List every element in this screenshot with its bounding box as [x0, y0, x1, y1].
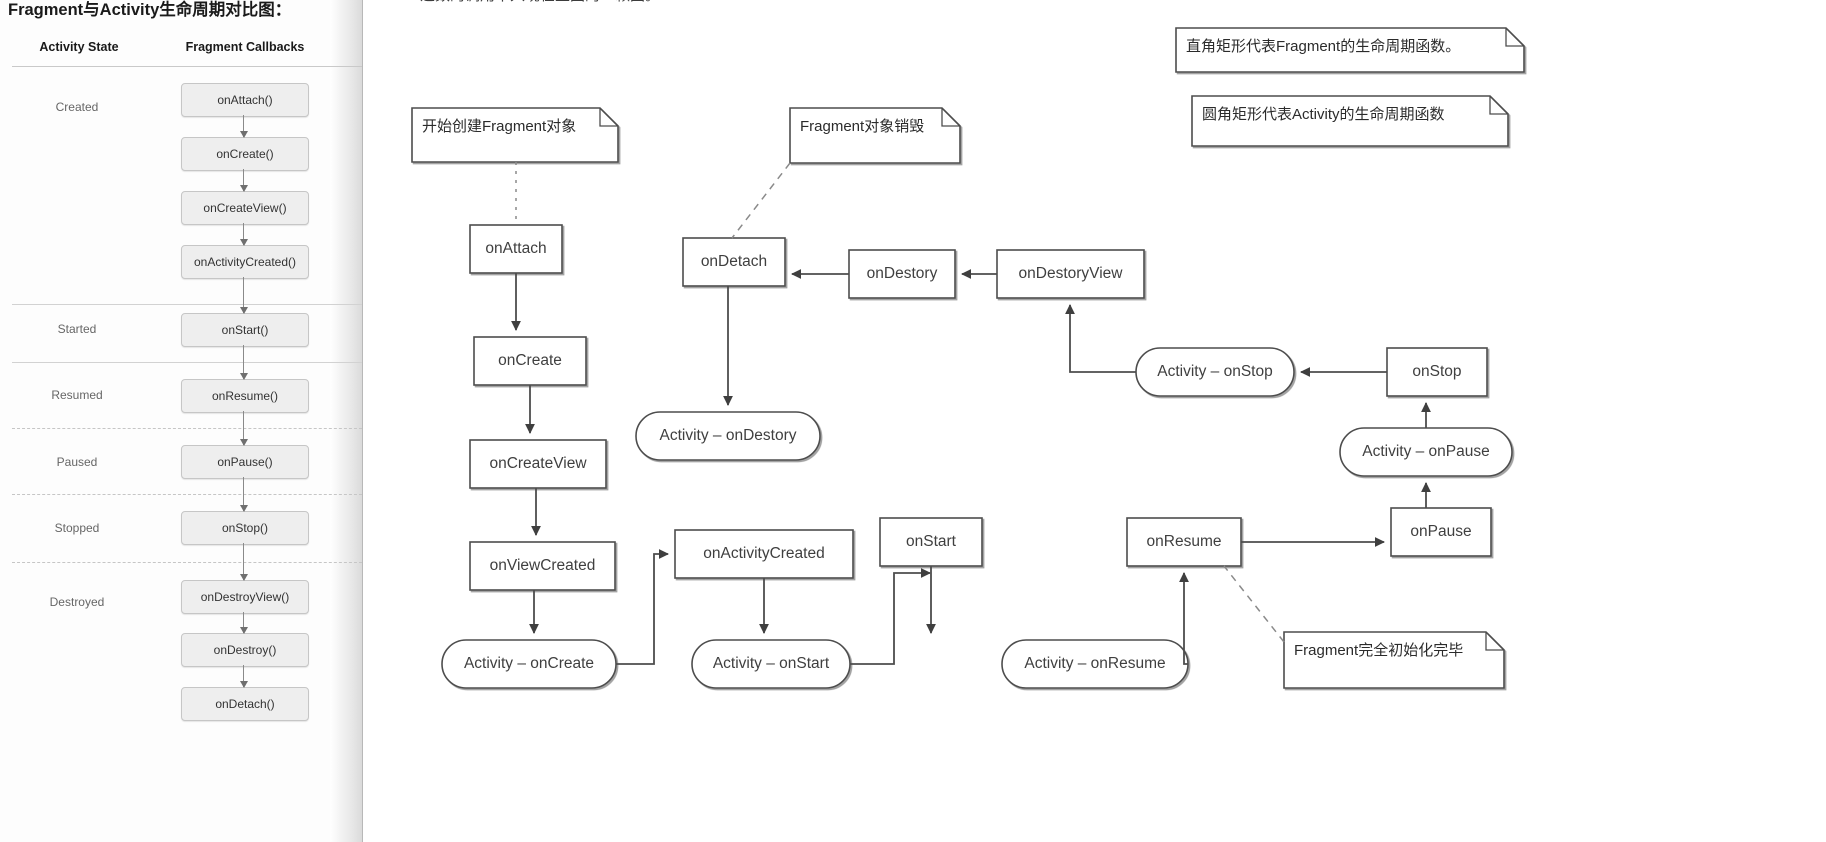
section-divider-created	[12, 304, 362, 305]
node-shape-ondetach	[682, 237, 786, 287]
column-header-fragment-callbacks: Fragment Callbacks	[185, 40, 305, 54]
state-label-started: Started	[57, 322, 97, 336]
book-figure-panel: Fragment与Activity生命周期对比图： Activity State…	[0, 0, 363, 842]
node-shape-onresume	[1126, 517, 1242, 567]
node-shape-activity-onstop	[1135, 347, 1295, 397]
partial-heading-text: 这数的调用木入现在上图的一颗图。	[420, 0, 660, 5]
section-divider-stopped	[12, 562, 362, 563]
callback-box-onattach: onAttach()	[181, 83, 309, 117]
node-shape-activity-onstart	[691, 639, 851, 689]
callback-box-ondetach: onDetach()	[181, 687, 309, 721]
note-shape-create	[411, 107, 619, 163]
arrow-onresume-to-onpause	[239, 411, 248, 446]
note-shape-destroy	[789, 107, 961, 164]
callback-box-onpause: onPause()	[181, 445, 309, 479]
edge-activity-onresume-to-onresume	[1179, 572, 1189, 665]
note-shape-inited	[1283, 631, 1505, 689]
node-shape-oncreateview	[469, 439, 607, 489]
callback-box-onresume: onResume()	[181, 379, 309, 413]
callback-box-onstop: onStop()	[181, 511, 309, 545]
node-shape-activity-onresume	[1001, 639, 1189, 689]
callback-box-oncreate: onCreate()	[181, 137, 309, 171]
diagram-canvas	[411, 27, 1525, 689]
arrow-oncreateview-to-onactivitycreated	[239, 223, 248, 246]
node-shape-onpause	[1390, 507, 1492, 557]
state-label-paused: Paused	[56, 455, 98, 469]
node-shape-ondestoryview	[996, 249, 1145, 299]
arrow-onactivitycreated-to-onstart	[239, 277, 248, 314]
state-label-created: Created	[55, 100, 99, 114]
node-shape-onstop	[1386, 347, 1488, 397]
paper-edge-shadow	[330, 0, 363, 842]
callback-box-onactivitycreated: onActivityCreated()	[181, 245, 309, 279]
edge-activity-oncreate-to-onactivitycreated	[616, 549, 669, 665]
node-shape-activity-ondestory	[635, 411, 821, 461]
note-fold-destroy	[941, 108, 960, 127]
arrow-onattach-to-oncreate	[239, 115, 248, 138]
state-label-resumed: Resumed	[51, 388, 103, 402]
node-shape-onactivitycreated	[674, 529, 854, 579]
legend-fold-0	[1505, 28, 1524, 47]
column-header-activity-state: Activity State	[39, 40, 119, 54]
node-shape-oncreate	[473, 336, 587, 386]
state-label-destroyed: Destroyed	[49, 595, 105, 609]
link-note-destroy-to-ondetach	[731, 162, 791, 239]
panel-divider	[362, 0, 363, 842]
edge-activity-onstop-to-ondestoryview	[1065, 304, 1136, 373]
note-fold-create	[599, 108, 618, 127]
edge-activity-onstart-to-onstart	[850, 568, 931, 665]
note-fold-inited	[1485, 632, 1504, 651]
arrow-onstop-to-ondestroyview	[239, 543, 248, 581]
state-label-stopped: Stopped	[54, 521, 100, 535]
section-divider-resumed	[12, 428, 362, 429]
page-title: Fragment与Activity生命周期对比图：	[8, 1, 292, 19]
legend-shape-1	[1191, 95, 1509, 147]
arrow-ondestroy-to-ondetach	[239, 665, 248, 688]
section-divider-paused	[12, 494, 362, 495]
arrow-onpause-to-onstop	[239, 477, 248, 512]
node-shape-activity-oncreate	[441, 639, 617, 689]
callback-box-ondestroyview: onDestroyView()	[181, 580, 309, 614]
node-shape-activity-onpause	[1339, 427, 1513, 477]
node-shape-onstart	[879, 517, 983, 567]
arrow-onstart-to-onresume	[239, 345, 248, 380]
callback-box-onstart: onStart()	[181, 313, 309, 347]
callback-box-ondestroy: onDestroy()	[181, 633, 309, 667]
node-shape-onviewcreated	[469, 541, 616, 591]
arrow-ondestroyview-to-ondestroy	[239, 612, 248, 634]
section-divider-started	[12, 362, 362, 363]
link-note-inited-to-onresume	[1223, 565, 1285, 643]
callback-box-oncreateview: onCreateView()	[181, 191, 309, 225]
header-divider	[12, 66, 362, 67]
lifecycle-diagram: 这数的调用木入现在上图的一颗图。	[364, 0, 1826, 842]
node-shape-onattach	[469, 224, 563, 274]
arrow-oncreate-to-oncreateview	[239, 169, 248, 192]
legend-fold-1	[1489, 96, 1508, 115]
node-shape-ondestory	[848, 249, 956, 299]
legend-shape-0	[1175, 27, 1525, 73]
